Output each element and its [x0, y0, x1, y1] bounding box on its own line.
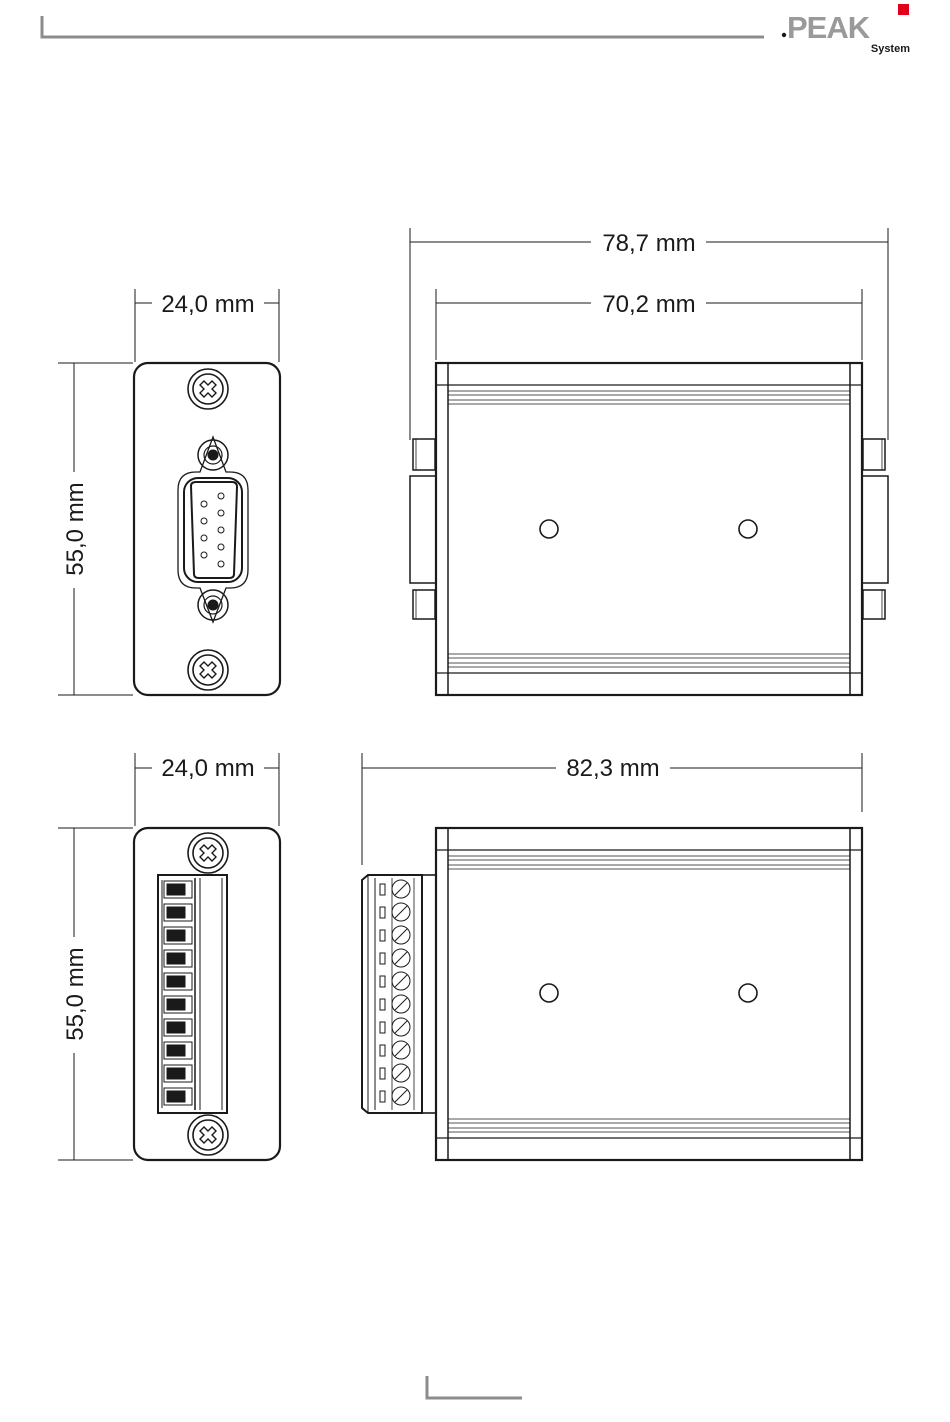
mounting-hole	[540, 520, 558, 538]
dim-front-height: 55,0 mm	[62, 482, 89, 575]
dim-side-inner: 70,2 mm	[602, 291, 695, 318]
mounting-hole	[540, 984, 558, 1002]
dim-front-height-2: 55,0 mm	[62, 947, 89, 1040]
logo-text: PEAK	[787, 10, 871, 45]
screw-icon	[188, 650, 228, 690]
footer-rule	[427, 1376, 522, 1398]
mounting-hole	[739, 520, 757, 538]
housing	[436, 363, 862, 695]
housing-2	[436, 828, 862, 1160]
logo-subtext: System	[871, 43, 910, 55]
front-panel-2	[134, 828, 280, 1160]
dim-side-width-2: 82,3 mm	[566, 755, 659, 782]
dim-front-width-2: 24,0 mm	[161, 755, 254, 782]
dsub-connector-icon	[178, 437, 248, 622]
terminal-block-icon	[158, 875, 227, 1113]
screw-icon	[188, 1115, 228, 1155]
front-view-terminal: 24,0 mm 55,0 mm	[58, 753, 280, 1160]
header: PEAK System	[42, 4, 910, 55]
side-view-top: 78,7 mm 70,2 mm	[410, 228, 888, 695]
dim-side-outer: 78,7 mm	[602, 230, 695, 257]
screw-icon	[188, 369, 228, 409]
mounting-hole	[739, 984, 757, 1002]
header-rule	[42, 16, 764, 37]
screw-icon	[188, 833, 228, 873]
side-view-bottom: 82,3 mm	[362, 753, 862, 1160]
dim-front-width: 24,0 mm	[161, 291, 254, 318]
front-view-dsub: 24,0 mm 55,0 mm	[58, 289, 280, 695]
logo-red-square	[898, 4, 909, 15]
logo-dot	[782, 33, 786, 37]
front-panel	[134, 363, 280, 695]
terminal-block-side-icon	[362, 875, 436, 1113]
peak-logo: PEAK System	[782, 4, 910, 55]
